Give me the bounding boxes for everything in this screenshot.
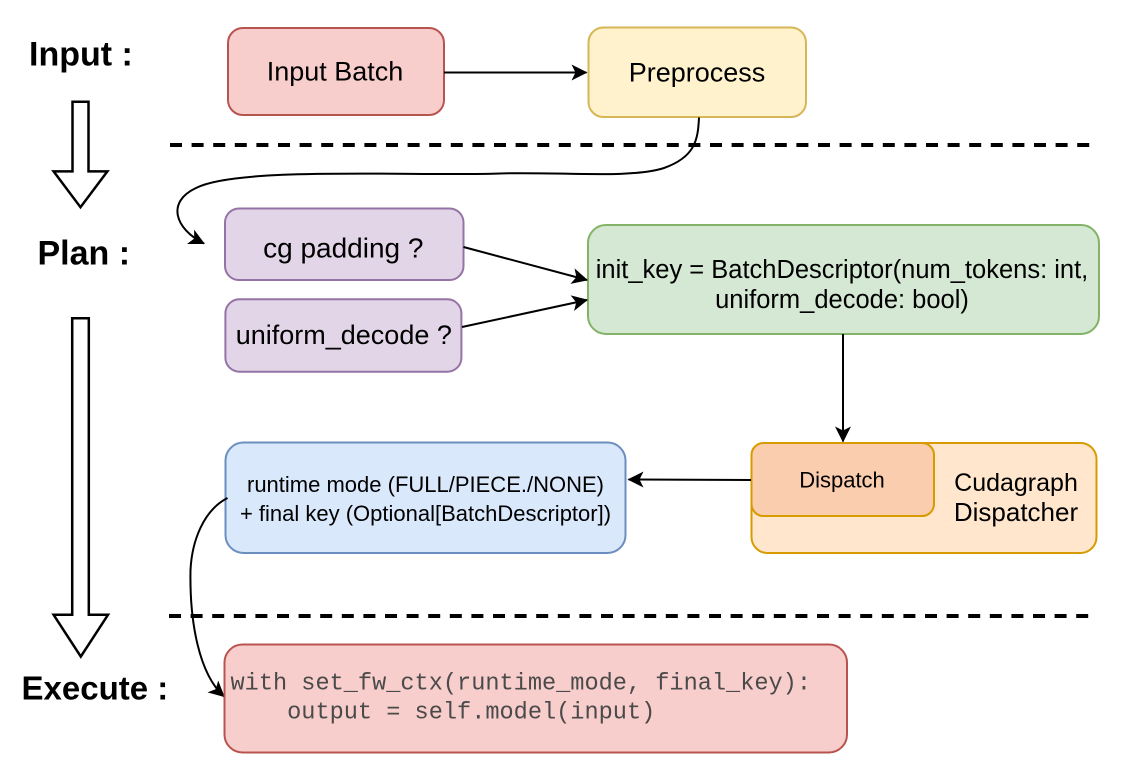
svg-text:uniform_decode ?: uniform_decode ?: [236, 320, 452, 350]
svg-text:Preprocess: Preprocess: [629, 58, 766, 88]
svg-text:Dispatcher: Dispatcher: [954, 497, 1079, 527]
svg-text:Cudagraph: Cudagraph: [954, 469, 1078, 497]
svg-text:Dispatch: Dispatch: [799, 468, 885, 493]
svg-text:output = self.model(input): output = self.model(input): [231, 700, 656, 727]
svg-text:init_key = BatchDescriptor(num: init_key = BatchDescriptor(num_tokens: i…: [596, 256, 1089, 284]
svg-text:Plan :: Plan :: [38, 235, 131, 273]
svg-text:uniform_decode: bool): uniform_decode: bool): [715, 286, 969, 314]
svg-text:Input Batch: Input Batch: [267, 57, 404, 87]
svg-text:cg padding ?: cg padding ?: [263, 233, 423, 264]
svg-text:runtime mode (FULL/PIECE./NONE: runtime mode (FULL/PIECE./NONE): [247, 472, 604, 497]
svg-text:Input :: Input :: [29, 36, 133, 74]
svg-text:Execute :: Execute :: [22, 670, 169, 707]
svg-text:+ final key (Optional[BatchDes: + final key (Optional[BatchDescriptor]): [240, 501, 611, 526]
svg-text:with set_fw_ctx(runtime_mode,: with set_fw_ctx(runtime_mode, final_key)…: [231, 671, 812, 698]
